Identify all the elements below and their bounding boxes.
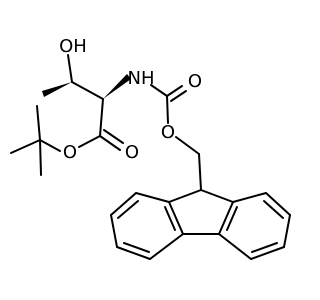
left-ring-double-3	[164, 206, 176, 231]
carbamate-carbonyl-oxygen-label: O	[188, 71, 202, 92]
bond-ccarbonyl-oester	[78, 135, 101, 148]
left-ring-bond-5	[149, 233, 184, 260]
bonds	[10, 54, 291, 260]
right-ring-bond-1	[232, 192, 267, 203]
bond-oh-cbeta	[67, 54, 73, 83]
structure-drawing: OH NH O O O O	[10, 36, 291, 260]
wedge-bond-nh	[103, 74, 131, 99]
right-ring-bond-5	[218, 233, 252, 260]
left-ring-double-2	[123, 242, 150, 253]
bond-tbu-me1	[10, 139, 41, 154]
bond-nh-ccarbamate	[150, 84, 168, 97]
bond-calpha-ccarbonyl	[99, 98, 104, 137]
right-ring-double-1	[263, 200, 284, 219]
left-ring-bond-3	[110, 214, 118, 248]
bond-tbu-me3	[39, 139, 42, 176]
atom-labels: OH NH O O O O	[59, 36, 202, 163]
bond-c9-c9a	[168, 189, 202, 203]
left-ring-double-1	[117, 200, 139, 219]
amine-label: NH	[128, 68, 155, 89]
bond-ccarbamate-o-2	[170, 90, 187, 102]
left-ring-bond-1	[135, 192, 170, 203]
left-ring-bond-2	[110, 192, 137, 216]
bond-c9-c8a	[200, 189, 234, 203]
bond-oalkyl-ch2	[175, 136, 200, 155]
bond-cbeta-calpha	[71, 81, 104, 100]
right-ring-bond-2	[265, 192, 291, 216]
bond-ccarbonyl-ocarbonyl-2	[103, 129, 124, 144]
right-ring-bond-3	[283, 214, 291, 248]
wedge-bond-methyl	[42, 82, 72, 97]
right-ring-bond-4	[250, 246, 285, 260]
bond-ch2-c9	[198, 153, 202, 191]
bond-ccarbonyl-ocarbonyl-1	[99, 135, 121, 151]
bond-ccarbamate-o-1	[166, 85, 183, 97]
molecule-diagram: OH NH O O O O	[10, 36, 291, 260]
bond-oester-ctbu	[39, 139, 61, 152]
right-ring-double-3	[226, 206, 238, 231]
left-ring-bond-6	[168, 201, 184, 235]
left-ring-bond-4	[116, 246, 151, 260]
hydroxyl-label: OH	[59, 36, 87, 57]
bond-ccarbamate-oalkyl	[166, 95, 169, 124]
ester-carbonyl-oxygen-label: O	[125, 142, 139, 163]
carbamate-ester-oxygen-label: O	[161, 122, 175, 143]
right-ring-double-2	[251, 242, 278, 253]
right-ring-bond-6	[218, 201, 234, 235]
ester-oxygen-label: O	[63, 142, 77, 163]
bond-tbu-me2	[36, 105, 41, 141]
